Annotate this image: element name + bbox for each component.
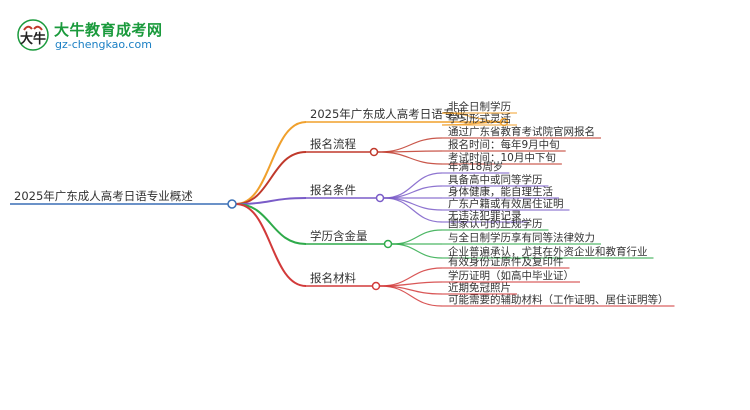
- leaf-label: 身体健康，能自理生活: [448, 185, 553, 198]
- branch-connector: [235, 151, 307, 205]
- root-node-dot: [227, 199, 237, 209]
- leaf-label: 无违法犯罪记录: [448, 209, 522, 222]
- leaf-label: 近期免冠照片: [448, 281, 511, 294]
- leaf-connector: [379, 285, 443, 307]
- leaf-connector: [383, 197, 443, 211]
- leaf-connector: [391, 229, 443, 245]
- branch-node-dot: [383, 239, 393, 249]
- leaf-label: 与全日制学历享有同等法律效力: [448, 231, 595, 244]
- branch-node-dot: [375, 193, 385, 203]
- leaf-label: 具备高中或同等学历: [448, 173, 543, 186]
- branch-connector: [235, 121, 307, 205]
- branch-label: 报名材料: [310, 271, 356, 285]
- leaf-label: 通过广东省教育考试院官网报名: [448, 125, 595, 138]
- leaf-label: 报名时间：每年9月中旬: [448, 138, 560, 151]
- branch-label: 学历含金量: [310, 229, 368, 243]
- leaf-connector: [379, 281, 443, 287]
- branch-label: 报名流程: [310, 137, 356, 151]
- leaf-label: 有效身份证原件及复印件: [448, 255, 564, 268]
- branch-node-dot: [371, 281, 381, 291]
- leaf-label: 可能需要的辅助材料（工作证明、居住证明等）: [448, 293, 669, 306]
- branch-label: 2025年广东成人高考日语专业: [310, 107, 466, 121]
- branch-label: 报名条件: [310, 183, 356, 197]
- leaf-connector: [377, 151, 443, 165]
- leaf-connector: [391, 243, 443, 259]
- leaf-label: 年满18周岁: [448, 160, 503, 173]
- leaf-label: 学习形式灵活: [448, 112, 511, 125]
- leaf-label: 考试时间：10月中下旬: [448, 151, 556, 164]
- leaf-connector: [383, 197, 443, 223]
- leaf-connector: [383, 185, 443, 199]
- leaf-label: 学历证明（如高中毕业证）: [448, 269, 574, 282]
- leaf-label: 非全日制学历: [448, 100, 511, 113]
- leaf-connector: [377, 137, 443, 153]
- leaf-label: 广东户籍或有效居住证明: [448, 197, 564, 210]
- leaf-label: 国家认可的正规学历: [448, 217, 543, 230]
- branch-node-dot: [369, 147, 379, 157]
- svg-text:大牛: 大牛: [20, 31, 46, 47]
- site-logo[interactable]: 大牛 大牛教育成考网 gz-chengkao.com: [16, 18, 166, 54]
- branch-connector: [235, 197, 307, 205]
- site-url: gz-chengkao.com: [55, 38, 152, 51]
- branch-connector: [235, 203, 307, 287]
- leaf-connector: [379, 267, 443, 287]
- site-title: 大牛教育成考网: [54, 21, 163, 39]
- bull-logo-icon: 大牛: [17, 19, 49, 51]
- leaf-label: 企业普遍承认，尤其在外资企业和教育行业: [448, 245, 648, 258]
- branch-connector: [235, 203, 307, 245]
- root-node-label: 2025年广东成人高考日语专业概述: [14, 189, 193, 203]
- leaf-connector: [383, 172, 443, 199]
